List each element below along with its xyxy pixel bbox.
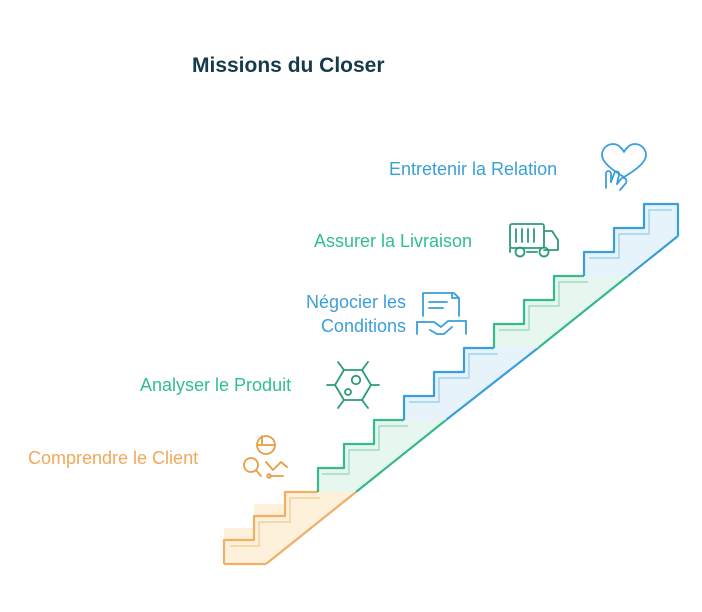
step-label-client: Comprendre le Client bbox=[28, 446, 198, 470]
step-label-client-text: Comprendre le Client bbox=[28, 448, 199, 468]
step-label-conditions-line2: Conditions bbox=[320, 316, 406, 336]
stair-section-conditions bbox=[402, 346, 539, 421]
heart-hand-icon bbox=[601, 143, 647, 191]
step-label-livraison-text: Assurer la Livraison bbox=[314, 231, 473, 251]
step-label-relation: Entretenir la Relation bbox=[389, 157, 557, 181]
step-label-livraison: Assurer la Livraison bbox=[314, 229, 472, 253]
stair-section-client bbox=[222, 490, 357, 566]
step-label-relation-text: Entretenir la Relation bbox=[389, 159, 558, 179]
step-label-conditions-line1: Négocier les bbox=[305, 292, 406, 312]
client-research-icon bbox=[243, 435, 288, 479]
step-label-produit: Analyser le Produit bbox=[140, 373, 291, 397]
stair-section-livraison bbox=[492, 274, 629, 349]
stair-section-relation bbox=[582, 202, 680, 277]
delivery-truck-icon bbox=[509, 223, 559, 258]
step-label-produit-text: Analyser le Produit bbox=[140, 375, 292, 395]
contract-handshake-icon bbox=[416, 292, 467, 335]
molecule-icon bbox=[326, 361, 380, 409]
stair-section-produit bbox=[316, 418, 447, 493]
step-label-conditions: Négocier les Conditions bbox=[306, 290, 406, 338]
diagram-title: Missions du Closer bbox=[192, 54, 385, 77]
